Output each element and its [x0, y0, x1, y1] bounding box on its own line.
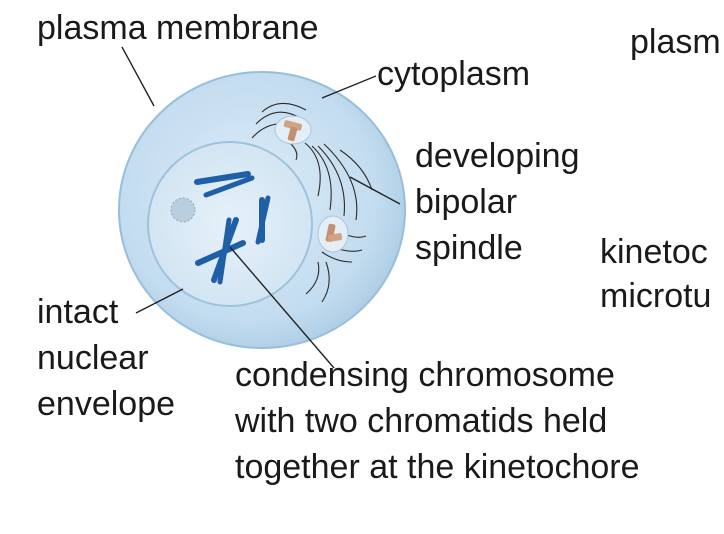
chromosome-label-line-2: with two chromatids held: [235, 402, 608, 440]
chromosomes: [194, 171, 271, 285]
nuclear-envelope-label-line-3: envelope: [37, 385, 176, 423]
chromosome-label-line-3: together at the kinetochore: [235, 448, 640, 486]
centrosome-top: [274, 115, 312, 145]
leader-lines: [121, 46, 401, 369]
plasma-membrane-label: plasma membrane: [37, 9, 319, 47]
centrosome-bottom: [317, 215, 349, 253]
cut-off-label-microtubule: microtu: [600, 277, 712, 315]
spindle-label-line-3: spindle: [415, 229, 523, 267]
spindle-label-line-2: bipolar: [415, 183, 518, 221]
cytoplasm-label: cytoplasm: [377, 55, 531, 93]
cut-off-label-plasma: plasm: [630, 23, 721, 61]
spindle-label-line-1: developing: [415, 137, 580, 175]
chromosome-label-line-1: condensing chromosome: [235, 356, 615, 394]
nuclear-envelope-label-line-2: nuclear: [37, 339, 149, 377]
nucleolus: [170, 197, 196, 223]
nuclear-envelope-label-line-1: intact: [37, 293, 119, 331]
cut-off-label-kinetochore: kinetoc: [600, 233, 708, 271]
